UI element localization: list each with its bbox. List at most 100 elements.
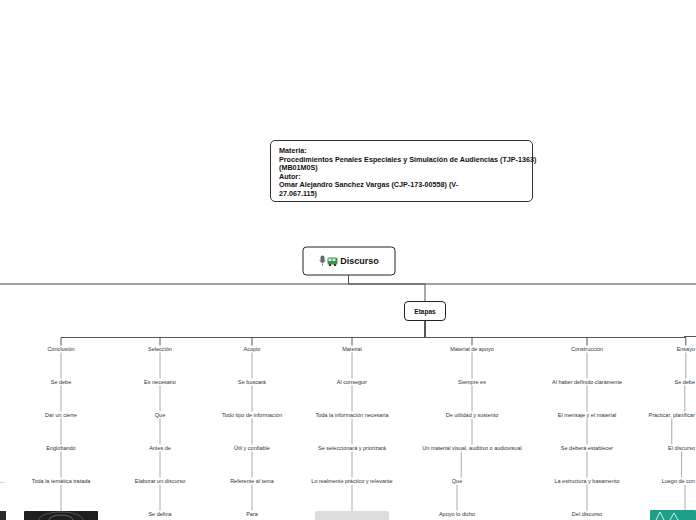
connector — [425, 321, 472, 346]
connector — [160, 353, 161, 379]
topic-label: De utilidad y sustento — [446, 412, 499, 418]
connector — [252, 386, 253, 412]
subtopic-text: Material — [342, 346, 362, 353]
subtopic-text: ... — [0, 478, 5, 485]
topic-label: Que — [452, 478, 462, 484]
topic-label: Conclusión — [47, 346, 74, 352]
subtopic-text: Selección — [148, 346, 172, 353]
subtopic-text: Un material visual, auditivo o audiovisu… — [422, 445, 521, 452]
topic-label: Englobando — [46, 445, 75, 451]
connector — [352, 321, 425, 346]
connector — [61, 386, 62, 412]
subtopic-text: Luego de con — [662, 478, 695, 485]
topic-label: Discurso — [340, 256, 379, 266]
topic-image-ring — [39, 512, 83, 520]
info-body: Omar Alejandro Sanchez Vargas (CJP-173-0… — [279, 181, 484, 198]
central-topic: Discurso — [302, 246, 395, 275]
subtopic-text: Ensayo — [677, 346, 695, 353]
subtopic-text: Elaborar un discurso — [135, 478, 185, 485]
main-topic: Etapas — [404, 301, 446, 321]
subtopic-text: Apoyo lo dicho — [439, 511, 475, 518]
connector — [160, 485, 161, 511]
subtopic-text: Practicar, planificar — [649, 412, 695, 419]
leader-line — [685, 485, 686, 510]
topic-label: Ensayo — [677, 346, 695, 352]
topic-label: Es necesario — [144, 379, 176, 385]
subtopic-text: Antes de — [149, 445, 171, 452]
branch-line — [684, 336, 696, 337]
subtopic-text: Se buscará — [238, 379, 266, 386]
topic-label: El discurso — [668, 445, 695, 451]
subtopic-text: Toda la temática tratada — [32, 478, 91, 485]
subtopic-text: Del discurso — [572, 511, 602, 518]
connector — [472, 419, 473, 445]
connector — [457, 485, 458, 511]
subtopic-text: Se defina — [148, 511, 171, 518]
subtopic-text: Construcción — [571, 346, 603, 353]
topic-label: Practicar, planificar — [649, 412, 695, 418]
subtopic-text: Lo realmente práctico y relevante — [311, 478, 392, 485]
topic-image — [650, 510, 696, 520]
topic-label: Material — [342, 346, 362, 352]
topic-label: Útil y confiable — [234, 445, 270, 451]
subtopic-text: El mensaje y el material — [558, 412, 616, 419]
topic-label: Para — [246, 511, 258, 517]
topic-label: Acopio — [244, 346, 261, 352]
connector — [61, 321, 425, 346]
subtopic-text: Se deberá establecer — [561, 445, 613, 452]
connector — [587, 386, 588, 412]
subtopic-text: Siempre es — [458, 379, 486, 386]
connector — [472, 386, 473, 412]
subtopic-text: Útil y confiable — [234, 445, 270, 452]
topic-label: Que — [155, 412, 165, 418]
topic-label: La estructura y basamento — [554, 478, 619, 484]
connector — [684, 386, 685, 412]
topic-image — [315, 511, 389, 520]
connector — [160, 419, 161, 445]
subtopic-text: Al conseguir — [337, 379, 367, 386]
leader-line — [352, 485, 353, 511]
leader-line — [61, 485, 62, 511]
subtopic-text: Se debe — [51, 379, 72, 386]
info-body: Procedimientos Penales Especiales y Simu… — [279, 156, 537, 173]
topic-image — [0, 511, 6, 520]
topic-label: Del discurso — [572, 511, 602, 517]
subtopic-text: Referente al tema — [230, 478, 274, 485]
connector — [685, 353, 686, 379]
connector — [425, 321, 686, 346]
connector — [252, 419, 253, 445]
info-box: Materia:Procedimientos Penales Especiale… — [270, 140, 533, 202]
subtopic-text: Dar un cierre — [45, 412, 77, 419]
topic-label: Al haber definido claramente — [552, 379, 622, 385]
topic-label: Se seleccionará y priorizará — [318, 445, 386, 451]
topic-label: ... — [0, 478, 5, 484]
info-heading: Materia: — [279, 147, 524, 156]
subtopic-text: Que — [452, 478, 462, 485]
connector — [252, 452, 253, 478]
topic-label: Selección — [148, 346, 172, 352]
connector — [252, 485, 253, 511]
connector — [352, 452, 353, 478]
topic-label: Referente al tema — [230, 478, 274, 484]
subtopic-text: Material de apoyo — [450, 346, 494, 353]
topic-label: Lo realmente práctico y relevante — [311, 478, 392, 484]
subtopic-text: Para — [246, 511, 258, 518]
subtopic-text: La estructura y basamento — [554, 478, 619, 485]
topic-label: Todo tipo de información — [222, 412, 282, 418]
topic-label: Se debe — [51, 379, 72, 385]
subtopic-text: Acopio — [244, 346, 261, 353]
topic-label: Apoyo lo dicho — [439, 511, 475, 517]
topic-label: Material de apoyo — [450, 346, 494, 352]
connector — [352, 419, 353, 445]
topic-label: Un material visual, auditivo o audiovisu… — [422, 445, 521, 451]
topic-label: Elaborar un discurso — [135, 478, 185, 484]
topic-label: Al conseguir — [337, 379, 367, 385]
connector — [352, 353, 353, 379]
connector — [587, 419, 588, 445]
topic-label: Toda la temática tratada — [32, 478, 91, 484]
topic-label: Antes de — [149, 445, 171, 451]
subtopic-text: El discurso — [668, 445, 695, 452]
topic-label: Construcción — [571, 346, 603, 352]
connector — [61, 353, 62, 379]
